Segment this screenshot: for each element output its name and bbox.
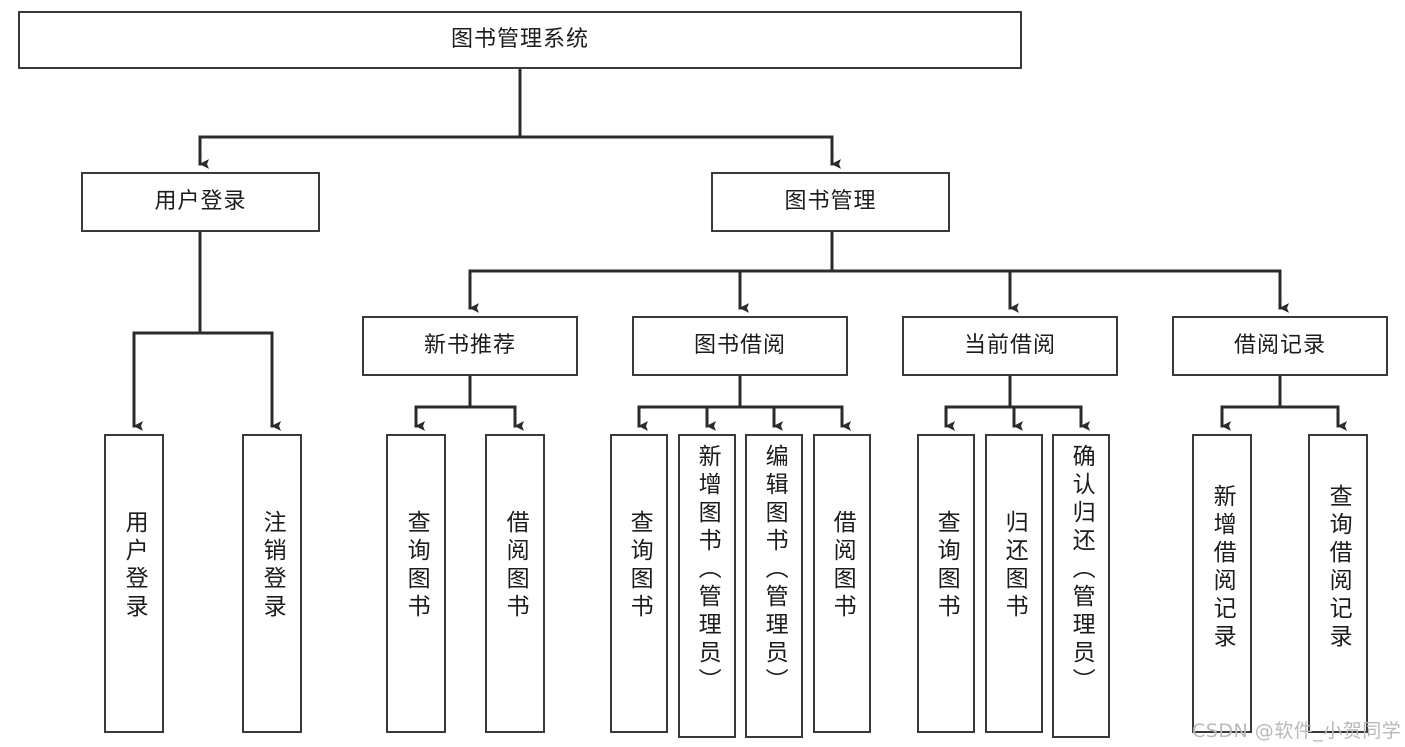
leaf-edit-book-admin[interactable]: 编辑图书（管理员）	[745, 434, 803, 738]
leaf-query-book-2-label: 查询图书	[626, 510, 653, 622]
node-new-book-recommend[interactable]: 新书推荐	[362, 316, 578, 376]
node-user-login-label: 用户登录	[154, 188, 247, 214]
leaf-query-borrow-record-label: 查询借阅记录	[1325, 484, 1352, 652]
csdn-watermark: CSDN @软件_小贺同学	[1192, 720, 1402, 742]
leaf-return-book[interactable]: 归还图书	[985, 434, 1043, 733]
leaf-borrow-book-1-label: 借阅图书	[502, 510, 529, 622]
node-current-borrow-label: 当前借阅	[963, 332, 1056, 358]
leaf-user-login-label: 用户登录	[121, 510, 148, 622]
leaf-query-book-2[interactable]: 查询图书	[610, 434, 668, 733]
leaf-confirm-return-admin[interactable]: 确认归还（管理员）	[1052, 434, 1110, 738]
leaf-logout-login[interactable]: 注销登录	[242, 434, 302, 733]
leaf-add-borrow-record[interactable]: 新增借阅记录	[1192, 434, 1252, 733]
leaf-query-book-3[interactable]: 查询图书	[917, 434, 975, 733]
node-current-borrow[interactable]: 当前借阅	[902, 316, 1118, 376]
leaf-query-book-1[interactable]: 查询图书	[386, 434, 446, 733]
node-root[interactable]: 图书管理系统	[18, 11, 1022, 69]
node-book-borrow[interactable]: 图书借阅	[632, 316, 848, 376]
leaf-return-book-label: 归还图书	[1001, 510, 1028, 622]
leaf-user-login[interactable]: 用户登录	[104, 434, 164, 733]
node-user-login[interactable]: 用户登录	[81, 172, 320, 232]
leaf-confirm-return-admin-label: 确认归还（管理员）	[1068, 444, 1095, 696]
node-book-borrow-label: 图书借阅	[693, 332, 786, 358]
node-borrow-record-label: 借阅记录	[1233, 332, 1326, 358]
leaf-query-book-3-label: 查询图书	[933, 510, 960, 622]
leaf-query-book-1-label: 查询图书	[403, 510, 430, 622]
leaf-borrow-book-2-label: 借阅图书	[829, 510, 856, 622]
node-new-book-recommend-label: 新书推荐	[423, 332, 516, 358]
leaf-query-borrow-record[interactable]: 查询借阅记录	[1308, 434, 1368, 733]
leaf-borrow-book-1[interactable]: 借阅图书	[485, 434, 545, 733]
node-root-label: 图书管理系统	[450, 26, 589, 52]
node-borrow-record[interactable]: 借阅记录	[1172, 316, 1388, 376]
leaf-edit-book-admin-label: 编辑图书（管理员）	[761, 444, 788, 696]
node-book-management-label: 图书管理	[784, 188, 877, 214]
leaf-add-book-admin-label: 新增图书（管理员）	[694, 444, 721, 696]
leaf-add-book-admin[interactable]: 新增图书（管理员）	[678, 434, 736, 738]
leaf-add-borrow-record-label: 新增借阅记录	[1209, 484, 1236, 652]
leaf-borrow-book-2[interactable]: 借阅图书	[813, 434, 871, 733]
node-book-management[interactable]: 图书管理	[711, 172, 950, 232]
leaf-logout-login-label: 注销登录	[259, 510, 286, 622]
